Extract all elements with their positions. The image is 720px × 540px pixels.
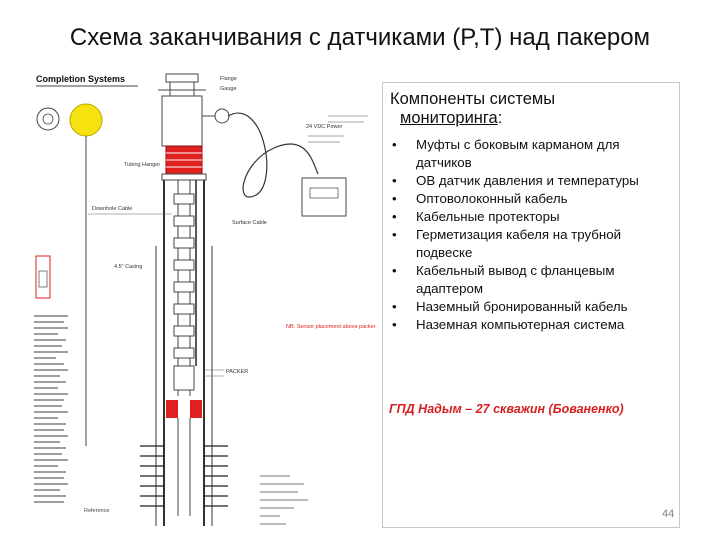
legend-lines	[34, 315, 68, 503]
panel-heading-prefix: Компоненты системы	[390, 90, 556, 108]
list-item: •Муфты с боковым карманом для датчиков	[392, 137, 620, 170]
completion-schematic: Completion Systems Reference Flange Gaug…	[34, 73, 376, 526]
note-label: NB: Sensor placement above packer	[286, 324, 376, 330]
hanger-flange	[161, 173, 207, 181]
svg-text:Downhole Cable: Downhole Cable	[92, 206, 132, 212]
svg-text:Surface Cable: Surface Cable	[232, 220, 267, 226]
christmas-tree	[161, 95, 203, 147]
packer-right	[190, 400, 202, 418]
perforations	[140, 445, 228, 507]
surface-cable	[227, 112, 319, 198]
svg-text:Gauge: Gauge	[220, 86, 237, 92]
svg-text:4.5" Casing: 4.5" Casing	[114, 264, 142, 270]
valve-icon	[214, 108, 230, 124]
gauge-dial-icon	[36, 107, 60, 131]
list-item: •Кабельные протекторы	[392, 209, 560, 224]
table-lines	[260, 475, 308, 525]
components-frame	[382, 82, 680, 528]
components-list: •Муфты с боковым карманом для датчиков •…	[392, 136, 674, 334]
panel-heading: Компоненты системы мониторинга:	[390, 90, 670, 128]
sensor-mandrel	[173, 365, 195, 391]
footnote: ГПД Надым – 27 скважин (Бованенко)	[389, 402, 624, 416]
packer-left	[166, 400, 178, 418]
svg-text:Flange: Flange	[220, 76, 237, 82]
reference-label: Reference	[84, 508, 109, 514]
completion-diagram: Completion Systems Reference Flange Gaug…	[28, 66, 380, 528]
panel-heading-underlined: мониторинга	[400, 109, 498, 127]
yellow-gauge-icon	[69, 103, 103, 137]
list-item: •Оптоволоконный кабель	[392, 191, 568, 206]
panel-heading-suffix: :	[497, 109, 503, 127]
diagram-header: Completion Systems	[36, 74, 125, 84]
cable-protectors	[173, 193, 195, 359]
list-item: •ОВ датчик давления и температуры	[392, 173, 639, 188]
list-item: •Наземный бронированный кабель	[392, 299, 628, 314]
slide-title: Схема заканчивания с датчиками (P,T) над…	[69, 24, 651, 51]
page-number: 44	[662, 508, 675, 520]
svg-text:24 VDC Power: 24 VDC Power	[306, 124, 343, 130]
list-item: •Кабельный вывод с фланцевым адаптером	[392, 263, 615, 296]
svg-text:PACKER: PACKER	[226, 369, 248, 375]
list-item: •Наземная компьютерная система	[392, 317, 625, 332]
list-item: •Герметизация кабеля на трубной подвеске	[392, 227, 622, 260]
svg-text:Tubing Hanger: Tubing Hanger	[124, 162, 160, 168]
